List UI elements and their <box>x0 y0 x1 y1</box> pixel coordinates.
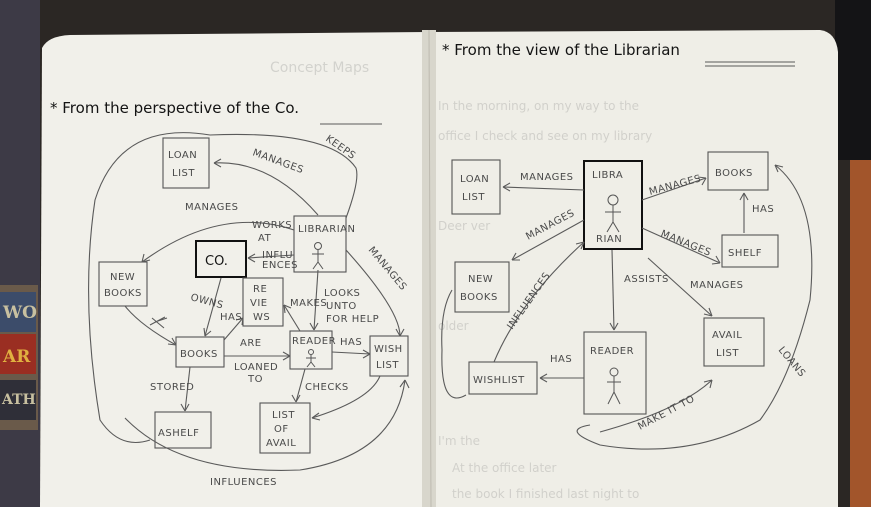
node-list-of-avail-label-2: OF <box>274 424 289 435</box>
left-edges <box>88 132 410 471</box>
node-new-books-r-label-1: NEW <box>468 274 493 285</box>
edge-influences-small-2: ENCES <box>262 260 298 271</box>
node-new-books-r-label-2: BOOKS <box>460 292 498 303</box>
left-concept-map: * From the perspective of the Co. LOAN L… <box>50 99 410 488</box>
left-page-heading: * From the perspective of the Co. <box>50 99 299 117</box>
node-loan-list-r-label-2: LIST <box>462 192 485 203</box>
node-wish-list <box>369 335 409 377</box>
edge-r-has-shelf: HAS <box>752 204 774 215</box>
node-loan-list <box>162 137 210 189</box>
node-new-books <box>98 261 148 307</box>
node-loan-list-label-1: LOAN <box>168 150 197 161</box>
edge-are-loaned-to-2: LOANED <box>234 362 278 373</box>
node-loan-list-r <box>451 159 501 215</box>
node-librarian-r-label-1: LIBRA <box>592 170 623 181</box>
edge-checks: CHECKS <box>305 382 349 393</box>
faint-line-6: At the office later <box>452 461 557 475</box>
edge-looks-unto-1: LOOKS <box>324 288 360 299</box>
book-cover-left: WO AR ATH <box>0 0 40 507</box>
node-list-of-avail <box>259 402 311 454</box>
node-loan-list-r-label-1: LOAN <box>460 174 489 185</box>
edge-works-at-1: WORKS <box>252 220 292 231</box>
faint-line-4: older <box>438 319 469 333</box>
node-reviews-label-3: WS <box>253 312 270 323</box>
node-ashelf-label: ASHELF <box>158 428 199 439</box>
book-cover-text-1: WO <box>2 303 37 323</box>
librarian-r-stick-figure <box>605 194 621 233</box>
edge-has-wish: HAS <box>340 337 362 348</box>
left-page <box>40 32 432 507</box>
node-loan-list-label-2: LIST <box>172 168 195 179</box>
edge-influences-small-1: INFLU <box>262 250 293 261</box>
node-shelf-r <box>721 234 779 268</box>
edge-looks-unto-3: FOR HELP <box>326 314 379 325</box>
node-co <box>195 240 247 278</box>
edge-r-manages-loan: MANAGES <box>520 172 574 183</box>
wood-edge <box>850 150 871 507</box>
node-reviews <box>242 277 284 327</box>
right-page <box>428 30 838 507</box>
faint-line-1: In the morning, on my way to the <box>438 99 639 113</box>
edge-are-loaned-to-3: TO <box>247 374 263 385</box>
edge-works-at-2: AT <box>258 233 272 244</box>
reader-stick-figure <box>306 349 316 368</box>
right-page-heading: * From the view of the Librarian <box>442 41 680 59</box>
faint-line-2: office I check and see on my library <box>438 129 652 143</box>
edge-has-reviews: HAS <box>220 312 242 323</box>
librarian-stick-figure <box>312 242 324 270</box>
node-new-books-label-1: NEW <box>110 272 135 283</box>
page-gutter <box>422 30 436 507</box>
edge-looks-unto-2: UNTO <box>326 301 357 312</box>
node-ashelf <box>154 411 212 449</box>
node-new-books-label-2: BOOKS <box>104 288 142 299</box>
edge-are-loaned-to-1: ARE <box>240 338 262 349</box>
edge-r-assists: ASSISTS <box>624 274 669 285</box>
faint-line-7: the book I finished last night to <box>452 487 639 501</box>
node-wishlist-r <box>468 361 538 395</box>
node-books <box>175 336 225 368</box>
node-wish-list-label-2: LIST <box>376 360 399 371</box>
faint-line-5: I'm the <box>438 434 480 448</box>
node-avail-list-r-label-2: LIST <box>716 348 739 359</box>
node-list-of-avail-label-1: LIST <box>272 410 295 421</box>
node-books-label: BOOKS <box>180 349 218 360</box>
node-librarian <box>293 215 347 273</box>
edge-r-has-wish: HAS <box>550 354 572 365</box>
book-cover-text-2: AR <box>2 347 31 367</box>
edge-influences-bottom: INFLUENCES <box>210 477 277 488</box>
node-reader-label: READER <box>292 336 336 347</box>
node-reader-r-label: READER <box>590 346 634 357</box>
node-librarian-r-label-2: RIAN <box>596 234 622 245</box>
faint-heading: Concept Maps <box>270 60 369 76</box>
edge-stored: STORED <box>150 382 194 393</box>
node-new-books-r <box>454 261 510 313</box>
node-shelf-r-label: SHELF <box>728 248 762 259</box>
node-librarian-label: LIBRARIAN <box>298 224 355 235</box>
node-books-r <box>707 151 769 191</box>
edge-makes: MAKES <box>290 298 327 309</box>
node-avail-list-r <box>703 317 765 367</box>
right-edges <box>441 164 813 450</box>
node-avail-list-r-label-1: AVAIL <box>712 330 742 341</box>
node-co-label: CO. <box>205 254 228 269</box>
node-wish-list-label-1: WISH <box>374 344 403 355</box>
reader-r-stick-figure <box>607 367 621 405</box>
node-reviews-label-2: VIE <box>250 298 268 309</box>
node-list-of-avail-label-3: AVAIL <box>266 438 296 449</box>
node-reader <box>289 330 333 370</box>
edge-r-manages-avail: MANAGES <box>690 280 744 291</box>
node-reader-r <box>583 331 647 415</box>
edge-manages-left: MANAGES <box>185 202 239 213</box>
dark-object-right <box>835 0 871 160</box>
node-books-r-label: BOOKS <box>715 168 753 179</box>
node-librarian-r <box>583 160 643 250</box>
book-cover-text-3: ATH <box>1 392 36 408</box>
faint-line-3: Deer ver <box>438 219 490 233</box>
node-wishlist-r-label: WISHLIST <box>473 375 525 386</box>
node-reviews-label-1: RE <box>253 284 267 295</box>
